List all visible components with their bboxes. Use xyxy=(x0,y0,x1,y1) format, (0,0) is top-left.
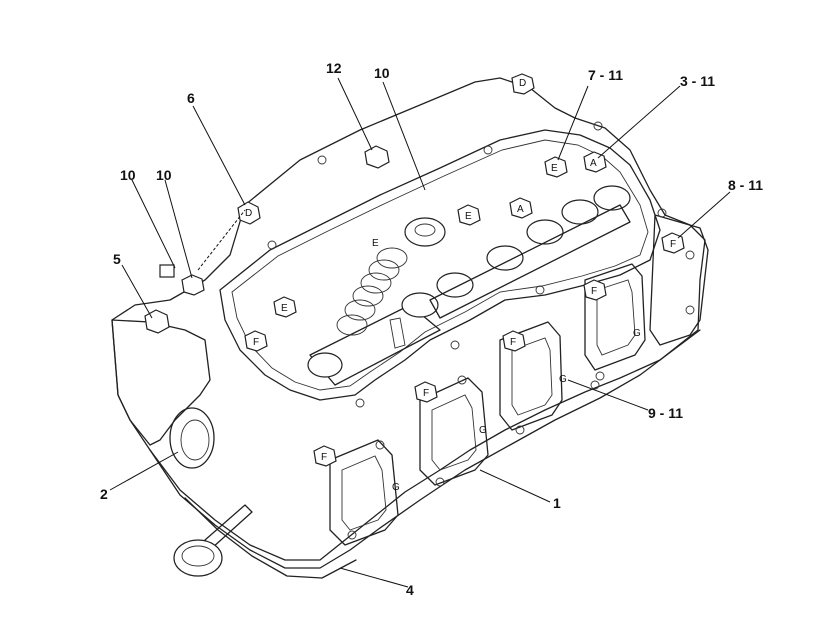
callout-3-11: 3 - 11 xyxy=(680,73,715,89)
svg-text:F: F xyxy=(321,452,327,463)
bolt-10-lower xyxy=(159,264,205,296)
callout-10-left: 10 xyxy=(120,167,136,183)
svg-text:F: F xyxy=(510,337,516,348)
callout-labels: 12 10 7 - 11 3 - 11 6 10 10 8 - 11 5 9 -… xyxy=(100,60,763,598)
bolt-g-port2: G xyxy=(479,425,487,436)
callout-10-top: 10 xyxy=(374,65,390,81)
bolt-f-port3: F xyxy=(502,330,526,352)
intake-port xyxy=(169,407,215,469)
callout-10-right: 10 xyxy=(156,167,172,183)
bolt-f-left: F xyxy=(244,330,268,352)
callout-5: 5 xyxy=(113,251,121,267)
bolt-d-top: D xyxy=(511,73,535,95)
callout-6: 6 xyxy=(187,90,195,106)
svg-text:G: G xyxy=(559,374,567,385)
callout-9-11: 9 - 11 xyxy=(648,405,683,421)
svg-text:F: F xyxy=(670,239,676,250)
callout-8-11: 8 - 11 xyxy=(728,177,763,193)
svg-text:D: D xyxy=(245,208,252,219)
valve xyxy=(173,504,253,577)
callout-1: 1 xyxy=(553,495,561,511)
bolt-a-top: A xyxy=(583,151,607,173)
svg-text:A: A xyxy=(590,158,597,169)
bolt-g-port4: G xyxy=(633,328,641,339)
bolt-d-left: D xyxy=(237,201,261,225)
callout-7-11: 7 - 11 xyxy=(588,67,623,83)
svg-text:G: G xyxy=(633,328,641,339)
svg-text:F: F xyxy=(423,388,429,399)
svg-text:E: E xyxy=(465,211,472,222)
callout-4: 4 xyxy=(406,582,414,598)
svg-text:F: F xyxy=(253,337,259,348)
bolt-e-mid: E xyxy=(457,204,481,226)
svg-text:D: D xyxy=(519,78,526,89)
bolt-12 xyxy=(364,145,390,169)
bolt-g-port1: G xyxy=(392,482,400,493)
leader-lines xyxy=(109,77,731,588)
bolt-holes xyxy=(267,121,695,540)
bolt-5 xyxy=(144,309,170,334)
exhaust-ports xyxy=(329,214,709,546)
svg-text:G: G xyxy=(392,482,400,493)
svg-text:E: E xyxy=(281,303,288,314)
bolt-e-left: E xyxy=(372,238,379,249)
callout-2: 2 xyxy=(100,486,108,502)
svg-text:A: A xyxy=(517,204,524,215)
bolt-a-mid: A xyxy=(509,197,533,219)
bolt-f-port1: F xyxy=(313,445,337,467)
head-body xyxy=(111,77,706,579)
svg-text:F: F xyxy=(591,286,597,297)
svg-text:G: G xyxy=(479,425,487,436)
bolt-e-lower: E xyxy=(273,296,297,318)
callout-12: 12 xyxy=(326,60,342,76)
valve-springs-and-rockers xyxy=(307,185,631,386)
svg-text:E: E xyxy=(551,163,558,174)
bolt-e-top: E xyxy=(544,156,568,178)
bolt-f-port4: F xyxy=(583,279,607,301)
bolt-g-port3: G xyxy=(559,374,567,385)
bolt-f-port2: F xyxy=(414,381,438,403)
svg-text:E: E xyxy=(372,238,379,249)
